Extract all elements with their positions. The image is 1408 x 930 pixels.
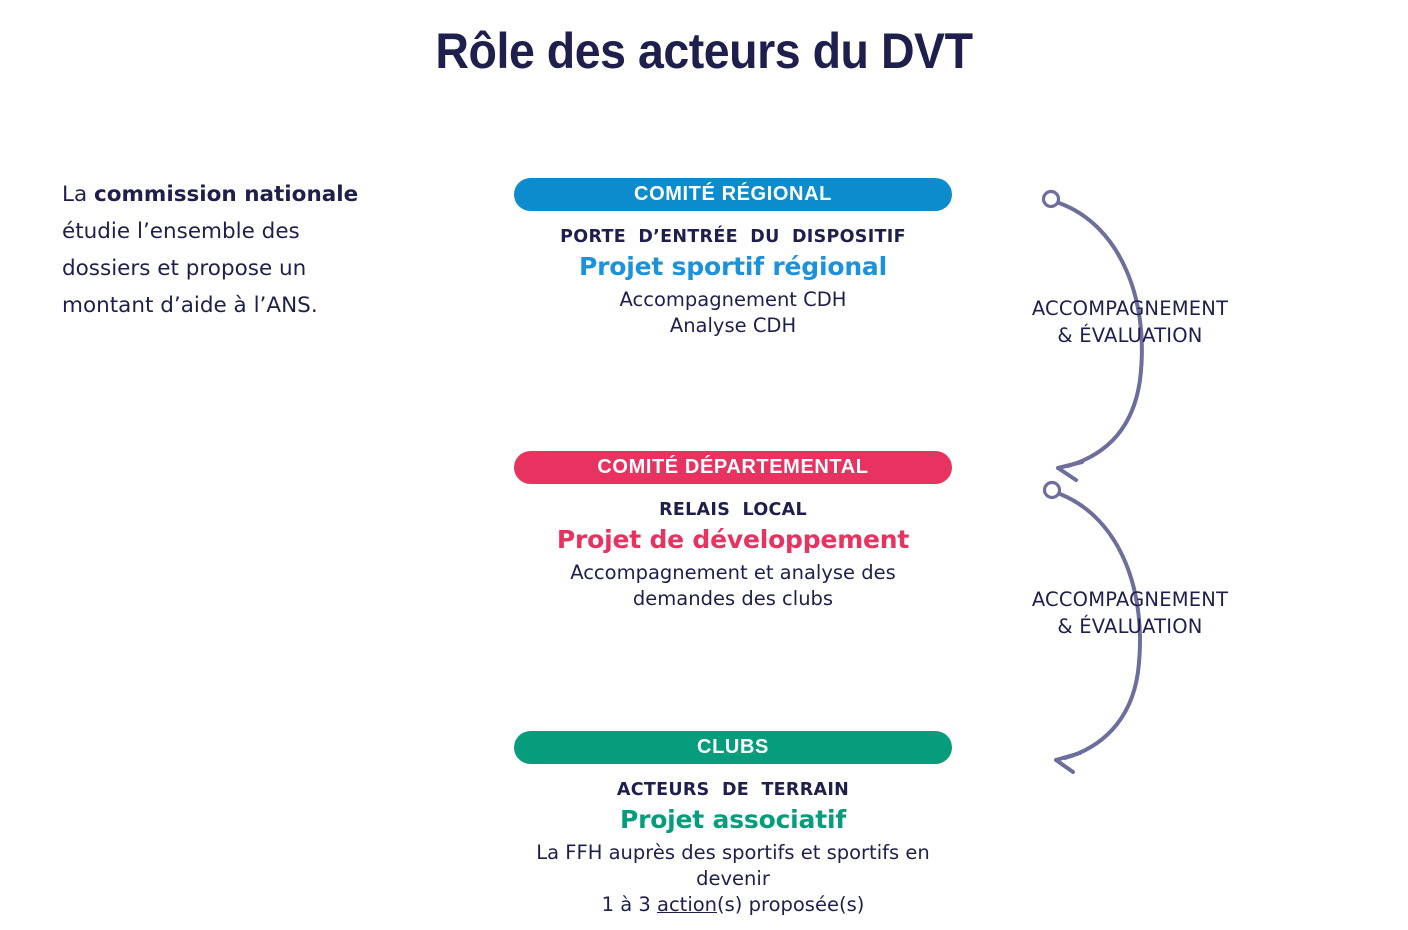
arrow-start-circle-1	[1041, 189, 1061, 209]
description-line: Accompagnement et analyse des	[570, 561, 896, 584]
description-line: Accompagnement CDH	[619, 288, 847, 311]
flow-block-comite-departemental: COMITÉ DÉPARTEMENTAL RELAIS LOCAL Projet…	[514, 451, 952, 612]
subtitle-comite-departemental: RELAIS LOCAL	[659, 500, 807, 520]
description-line: Analyse CDH	[669, 314, 797, 337]
description-comite-departemental: Accompagnement et analyse des demandes d…	[514, 560, 952, 612]
description-line: La FFH auprès des sportifs et sportifs e…	[536, 841, 930, 890]
arrow-head-1	[1056, 460, 1084, 482]
side-note-rest: étudie l’ensemble des dossiers et propos…	[62, 219, 318, 318]
flow-block-comite-regional: COMITÉ RÉGIONAL PORTE D’ENTRÉE DU DISPOS…	[514, 178, 952, 339]
project-name-comite-departemental: Projet de développement	[556, 525, 910, 554]
project-name-comite-regional: Projet sportif régional	[579, 252, 887, 281]
action-link[interactable]: action	[657, 893, 718, 916]
arrow-label-accompagnement-evaluation-1: ACCOMPAGNEMENT & ÉVALUATION	[980, 295, 1280, 349]
side-note-lead: La	[62, 182, 94, 207]
arrow-label-line: & ÉVALUATION	[1057, 615, 1203, 638]
pill-comite-departemental[interactable]: COMITÉ DÉPARTEMENTAL	[514, 451, 952, 484]
description-line-with-link: 1 à 3 action(s) proposée(s)	[514, 892, 952, 918]
project-name-clubs: Projet associatif	[619, 805, 847, 834]
description-clubs: La FFH auprès des sportifs et sportifs e…	[514, 840, 952, 918]
arrow-label-line: & ÉVALUATION	[1057, 324, 1203, 347]
page-title: Rôle des acteurs du DVT	[435, 23, 973, 79]
arrow-label-line: ACCOMPAGNEMENT	[1031, 297, 1229, 320]
arrow-start-circle-2	[1042, 480, 1062, 500]
description-line: demandes des clubs	[632, 587, 834, 610]
arrow-label-line: ACCOMPAGNEMENT	[1031, 588, 1229, 611]
flow-block-clubs: CLUBS ACTEURS DE TERRAIN Projet associat…	[514, 731, 952, 918]
arrow-head-2	[1054, 751, 1082, 774]
arrow-label-accompagnement-evaluation-2: ACCOMPAGNEMENT & ÉVALUATION	[980, 586, 1280, 640]
side-note-paragraph: La commission nationale étudie l’ensembl…	[62, 176, 392, 324]
subtitle-comite-regional: PORTE D’ENTRÉE DU DISPOSITIF	[560, 227, 906, 247]
subtitle-clubs: ACTEURS DE TERRAIN	[616, 780, 850, 800]
pill-comite-regional[interactable]: COMITÉ RÉGIONAL	[514, 178, 952, 211]
side-note-bold: commission nationale	[94, 182, 359, 207]
description-prefix: 1 à 3	[601, 893, 657, 916]
pill-clubs[interactable]: CLUBS	[514, 731, 952, 764]
description-comite-regional: Accompagnement CDH Analyse CDH	[514, 287, 952, 339]
description-suffix: (s) proposée(s)	[717, 893, 865, 916]
